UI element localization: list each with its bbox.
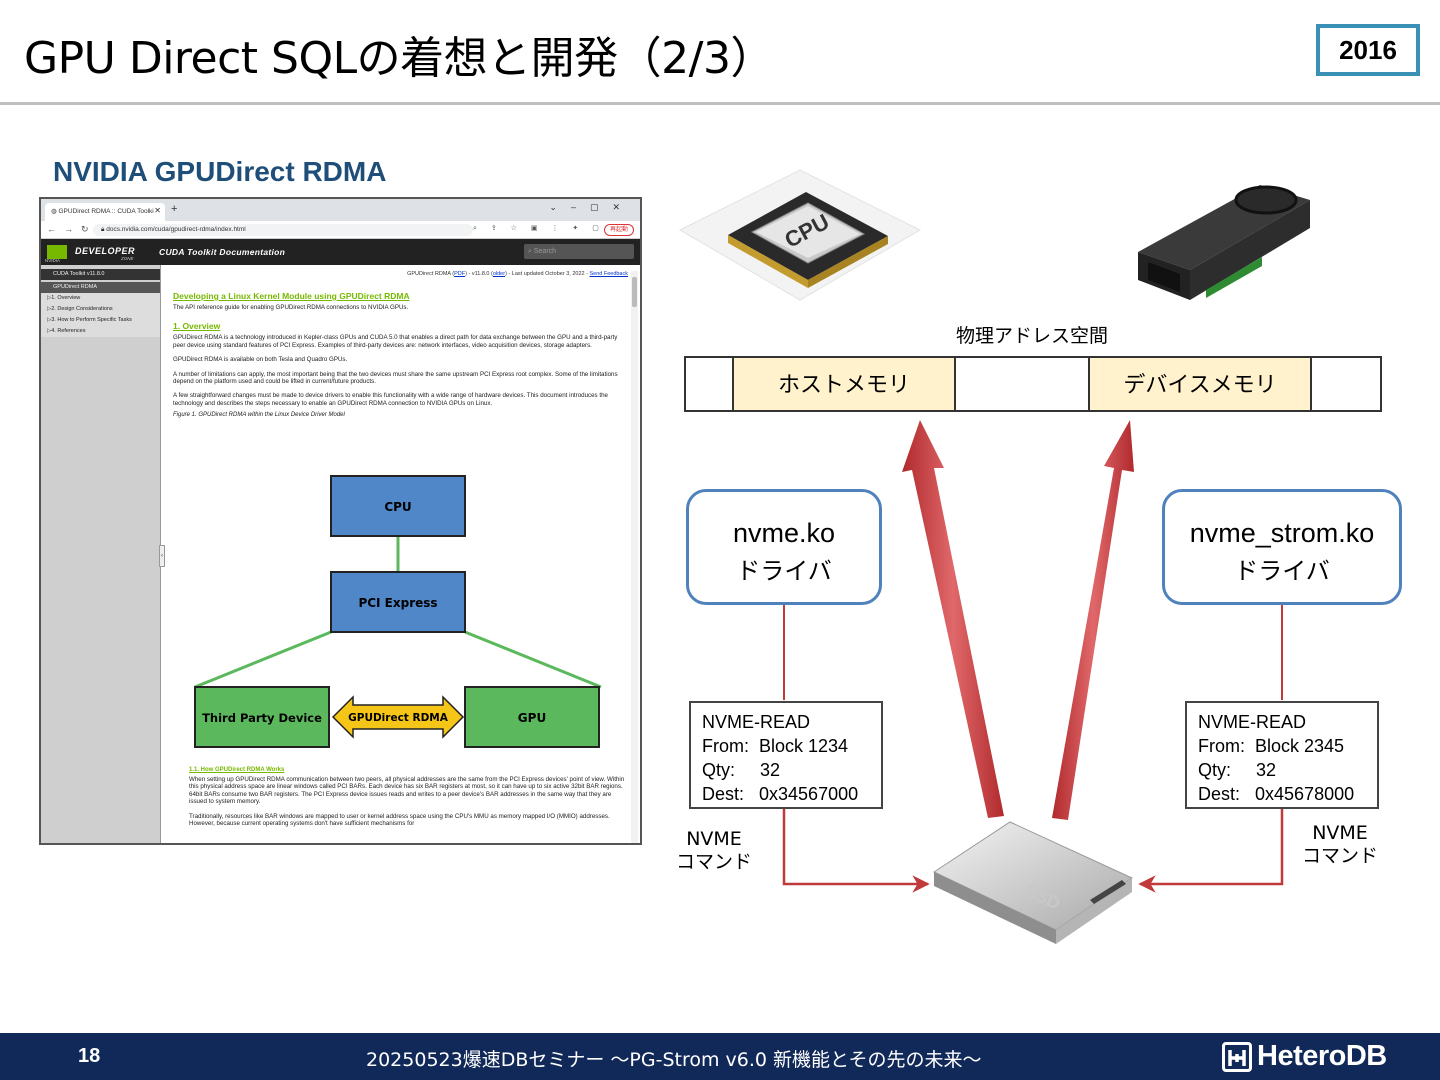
- ssd-icon: SSD: [932, 821, 1134, 944]
- gpudirect-sql-diagram: CPU 物理アドレス空間 ホストメモリ デバイスメモリ SSD: [678, 169, 1382, 944]
- sidebar-item-design[interactable]: ▷2. Design Considerations: [41, 304, 160, 315]
- address-space-label: 物理アドレス空間: [956, 325, 1108, 347]
- nvme-strom-driver-name: nvme_strom.ko: [1189, 518, 1375, 548]
- heterodb-logo: HeteroDB: [1222, 1040, 1387, 1073]
- slide-title: GPU Direct SQLの着想と開発（2/3）: [24, 33, 774, 84]
- right-command-arrow: [1138, 808, 1284, 893]
- extension-icons[interactable]: ⌕ ⇪ ☆ ▣ ⋮ ✦ ▢: [473, 225, 605, 232]
- doc-paragraph: GPUDirect RDMA is a technology introduce…: [173, 334, 618, 349]
- zone-label: ZONE: [121, 256, 134, 261]
- nvme-read-command-right: NVME-READ From: Block 2345 Qty: 32 Dest:…: [1185, 701, 1379, 809]
- browser-tab-title: GPUDirect RDMA :: CUDA Toolki: [58, 208, 154, 215]
- doc-heading[interactable]: Developing a Linux Kernel Module using G…: [173, 291, 410, 301]
- section-title: NVIDIA GPUDirect RDMA: [53, 156, 387, 187]
- nvme-driver-name: nvme.ko: [732, 518, 836, 548]
- scrollbar-thumb[interactable]: [632, 277, 637, 307]
- search-icon: ⌕: [528, 248, 534, 255]
- title-divider: [0, 102, 1440, 105]
- doc-intro: The API reference guide for enabling GPU…: [173, 304, 409, 311]
- address-text: docs.nvidia.com/cuda/gpudirect-rdma/inde…: [106, 226, 246, 233]
- doc-subsection: 1.1. How GPUDirect RDMA Works When setti…: [189, 767, 629, 827]
- address-input[interactable]: 🔒︎ docs.nvidia.com/cuda/gpudirect-rdma/i…: [93, 224, 473, 236]
- cpu-chip-icon: CPU: [678, 169, 922, 301]
- nvidia-logo-text: NVIDIA: [45, 258, 61, 263]
- gpu-card-icon: [1138, 185, 1310, 300]
- browser-tab-bar: ◍ GPUDirect RDMA :: CUDA Toolki ✕ + ⌄–▢✕: [41, 199, 640, 221]
- lock-icon: 🔒︎: [101, 226, 107, 233]
- nvme-strom-driver-box: nvme_strom.ko ドライバ: [1162, 489, 1402, 605]
- cuda-doc-title[interactable]: CUDA Toolkit Documentation: [159, 247, 286, 257]
- sidebar-collapse-handle[interactable]: ‹: [159, 545, 165, 567]
- doc-subsection-title[interactable]: 1.1. How GPUDirect RDMA Works: [189, 767, 285, 773]
- nvme-strom-driver-sub: ドライバ: [1234, 557, 1330, 585]
- doc-scrollbar[interactable]: [631, 271, 638, 843]
- doc-section-overview[interactable]: 1. Overview: [173, 321, 221, 332]
- nvidia-doc-header: NVIDIA DEVELOPER ZONE CUDA Toolkit Docum…: [41, 239, 640, 265]
- doc-paragraph: A few straightforward changes must be ma…: [173, 392, 608, 407]
- browser-tab[interactable]: ◍ GPUDirect RDMA :: CUDA Toolki ✕: [45, 203, 165, 221]
- restart-button[interactable]: 再起動: [604, 224, 634, 236]
- browser-nav-icons[interactable]: ←→↻: [47, 224, 97, 234]
- nvme-read-command-left: NVME-READ From: Block 1234 Qty: 32 Dest:…: [689, 701, 883, 809]
- host-memory-label: ホストメモリ: [778, 373, 910, 398]
- footer-title: 20250523爆速DBセミナー ～PG-Strom v6.0 新機能とその先の…: [366, 1049, 982, 1071]
- browser-url-bar: ←→↻ 🔒︎ docs.nvidia.com/cuda/gpudirect-rd…: [41, 221, 640, 239]
- year-badge: 2016: [1316, 24, 1420, 76]
- doc-paragraph: When setting up GPUDirect RDMA communica…: [189, 776, 625, 806]
- doc-search-input[interactable]: ⌕ Search: [524, 244, 634, 259]
- page-number: 18: [78, 1045, 101, 1067]
- heterodb-logo-icon: [1222, 1041, 1252, 1072]
- meta-updated: ) - Last updated October 3, 2022 -: [505, 271, 590, 277]
- globe-icon: ◍: [51, 208, 59, 215]
- slide-footer: 18 20250523爆速DBセミナー ～PG-Strom v6.0 新機能とそ…: [0, 1033, 1440, 1080]
- search-placeholder: Search: [533, 248, 557, 255]
- figure-caption: Figure 1. GPUDirect RDMA within the Linu…: [173, 412, 345, 419]
- older-link[interactable]: older: [492, 271, 506, 277]
- heterodb-logo-text: HeteroDB: [1257, 1040, 1387, 1072]
- doc-meta-line: GPUDirect RDMA (PDF) - v11.8.0 (older) -…: [173, 271, 628, 277]
- doc-sidebar: CUDA Toolkit v11.8.0 GPUDirect RDMA ▷1. …: [41, 265, 161, 843]
- meta-version: ) - v11.8.0 (: [465, 271, 493, 277]
- sidebar-item-overview[interactable]: ▷1. Overview: [41, 293, 160, 304]
- nvme-command-label-right: NVME コマンド: [1302, 822, 1379, 867]
- feedback-link[interactable]: Send Feedback: [589, 271, 628, 277]
- nvme-driver-sub: ドライバ: [736, 557, 832, 585]
- left-command-arrow: [782, 808, 930, 893]
- developer-zone-link[interactable]: DEVELOPER: [75, 246, 136, 256]
- nvme-driver-box: nvme.ko ドライバ: [686, 489, 882, 605]
- dma-arrow-to-device-memory: [1052, 420, 1134, 820]
- window-controls[interactable]: ⌄–▢✕: [549, 202, 634, 212]
- new-tab-icon[interactable]: +: [171, 203, 178, 215]
- device-memory-label: デバイスメモリ: [1123, 373, 1276, 398]
- close-tab-icon[interactable]: ✕: [154, 206, 161, 215]
- browser-screenshot: ◍ GPUDirect RDMA :: CUDA Toolki ✕ + ⌄–▢✕…: [39, 197, 642, 845]
- nvme-command-label-left: NVME コマンド: [676, 828, 753, 873]
- meta-prefix: GPUDirect RDMA (: [407, 271, 455, 277]
- nvidia-logo-icon[interactable]: [47, 245, 67, 259]
- doc-paragraph: Traditionally, resources like BAR window…: [189, 812, 610, 828]
- doc-content: GPUDirect RDMA (PDF) - v11.8.0 (older) -…: [173, 271, 628, 843]
- host-memory-segment: [732, 356, 956, 412]
- dma-arrow-to-host-memory: [902, 420, 1004, 818]
- device-memory-segment: [1088, 356, 1312, 412]
- sidebar-item-tasks[interactable]: ▷3. How to Perform Specific Tasks: [41, 315, 160, 326]
- sidebar-item-toolkit[interactable]: CUDA Toolkit v11.8.0: [41, 269, 160, 280]
- sidebar-item-references[interactable]: ▷4. References: [41, 326, 160, 337]
- doc-paragraph: A number of limitations can apply, the m…: [173, 370, 618, 386]
- doc-paragraph: GPUDirect RDMA is available on both Tesl…: [173, 356, 348, 364]
- sidebar-item-gpudirect-rdma[interactable]: GPUDirect RDMA: [41, 282, 160, 293]
- pdf-link[interactable]: PDF: [454, 271, 466, 277]
